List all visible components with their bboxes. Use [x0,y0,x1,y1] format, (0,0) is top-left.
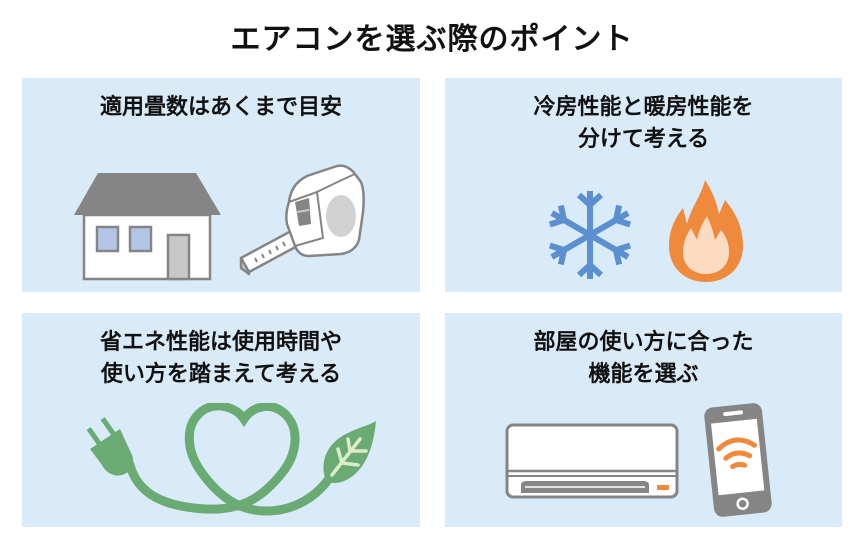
panel-floor-area: 適用畳数はあくまで目安 [22,78,420,292]
house-icon [74,173,221,281]
panel-heading: 適用畳数はあくまで目安 [22,92,420,124]
tape-measure-icon [239,164,365,276]
panel-heading-line: 分けて考える [577,127,710,152]
panel-heading-line: 機能を選ぶ [588,362,699,387]
panel-room-usage: 部屋の使い方に合った 機能を選ぶ [445,313,842,527]
eco-plug-heart-leaf-icon [86,403,376,516]
panel-heading: 省エネ性能は使用時間や 使い方を踏まえて考える [22,327,420,391]
panel-heading-line: 部屋の使い方に合った [533,330,754,355]
smartphone-wifi-icon [704,403,772,517]
panel-heading: 部屋の使い方に合った 機能を選ぶ [445,327,842,391]
panel-heading-line: 使い方を踏まえて考える [100,362,342,387]
panel-cooling-heating: 冷房性能と暖房性能を 分けて考える [445,78,842,292]
snowflake-icon [548,191,632,279]
flame-icon [669,180,743,282]
panel-energy-saving: 省エネ性能は使用時間や 使い方を踏まえて考える [22,313,420,527]
panel-heading: 冷房性能と暖房性能を 分けて考える [445,92,842,156]
panel-heading-line: 省エネ性能は使用時間や [99,330,342,355]
air-conditioner-icon [505,423,679,499]
leaf-icon [323,421,376,483]
plug-icon [86,417,134,476]
panel-heading-line: 冷房性能と暖房性能を [533,95,754,120]
page-title: エアコンを選ぶ際のポイント [230,22,634,57]
panel-heading-line: 適用畳数はあくまで目安 [99,95,342,120]
